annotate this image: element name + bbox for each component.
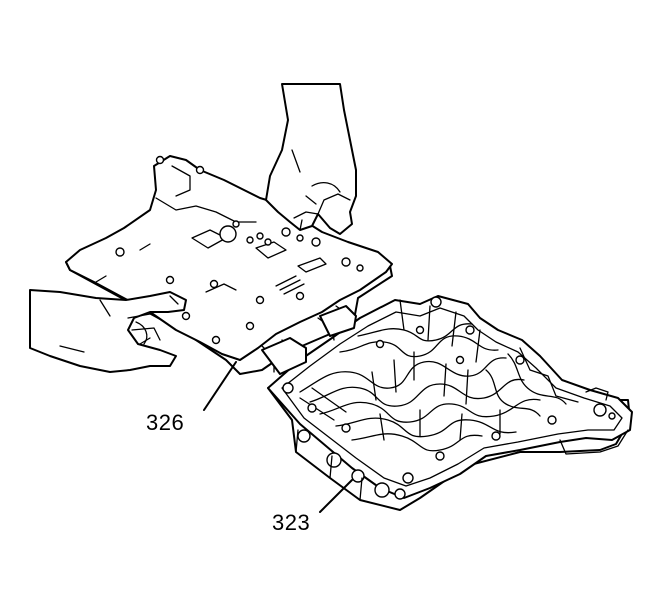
leader-line-326 xyxy=(203,361,237,411)
callout-separator-plate: 326 xyxy=(146,410,185,435)
callout-valve-body: 323 xyxy=(272,510,311,535)
leader-line-323 xyxy=(319,479,353,513)
valve-body xyxy=(267,295,633,511)
left-hand xyxy=(29,289,187,373)
right-hand xyxy=(265,83,357,235)
